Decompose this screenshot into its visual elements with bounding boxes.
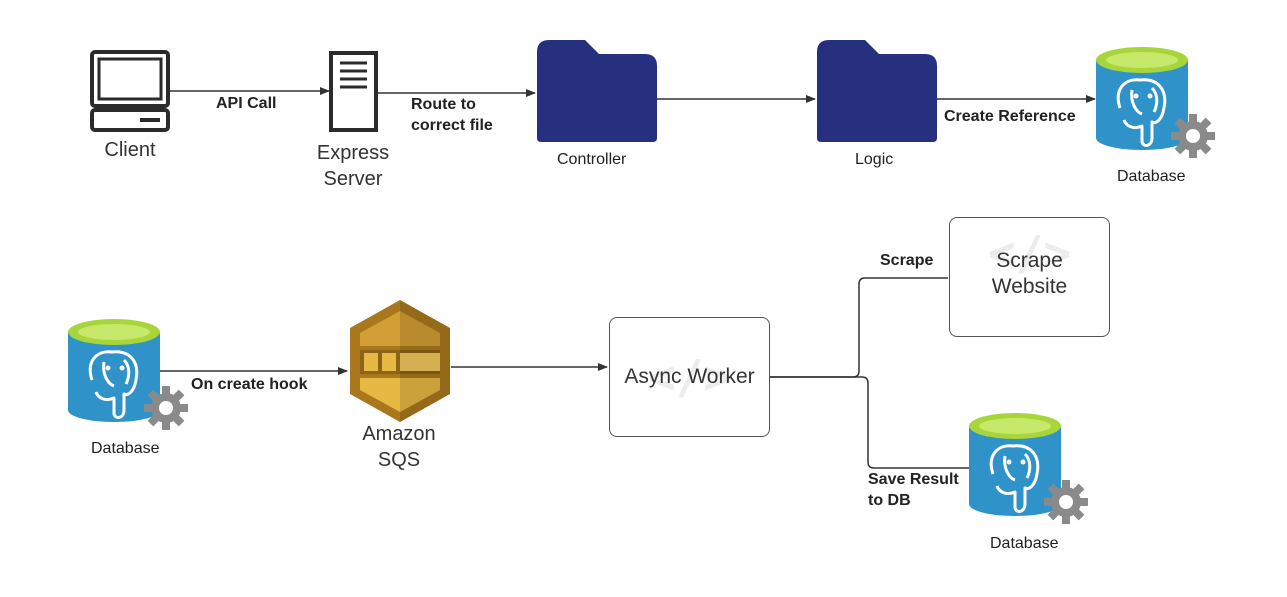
amazon-sqs-icon bbox=[350, 300, 450, 422]
scrape-website-label-line2: Website bbox=[991, 275, 1068, 298]
gear-icon bbox=[144, 386, 188, 430]
edge-label-save-line2: to DB bbox=[868, 492, 911, 509]
edge-label-scrape: Scrape bbox=[880, 252, 934, 269]
express-server-label: Express Server bbox=[303, 140, 403, 192]
edge-label-save-result: Save Result to DB bbox=[868, 469, 959, 511]
logic-folder-icon bbox=[817, 40, 937, 142]
amazon-sqs-label-line1: Amazon bbox=[362, 423, 436, 445]
controller-label: Controller bbox=[557, 151, 627, 168]
scrape-website-label-line1: Scrape bbox=[996, 249, 1063, 272]
code-icon: </> bbox=[647, 350, 732, 404]
server-icon bbox=[329, 51, 378, 132]
scrape-website-label: Scrape Website bbox=[992, 248, 1067, 300]
edge-label-on-create-hook: On create hook bbox=[191, 376, 308, 393]
database-label-left: Database bbox=[91, 440, 160, 457]
logic-label: Logic bbox=[855, 151, 894, 168]
edge-label-api-call: API Call bbox=[216, 95, 277, 112]
database-label-bottom: Database bbox=[990, 535, 1059, 552]
async-worker-label: Async Worker bbox=[624, 365, 755, 388]
gear-icon bbox=[1044, 480, 1088, 524]
express-server-label-line2: Server bbox=[323, 168, 383, 190]
monitor-icon bbox=[90, 50, 170, 132]
edge-label-create-reference: Create Reference bbox=[944, 108, 1076, 125]
edge-label-save-line1: Save Result bbox=[868, 471, 959, 488]
client-label: Client bbox=[104, 139, 156, 161]
express-server-label-line1: Express bbox=[316, 142, 390, 164]
controller-folder-icon bbox=[537, 40, 657, 142]
amazon-sqs-label-line2: SQS bbox=[377, 449, 421, 471]
edge-worker-scrape bbox=[770, 277, 948, 378]
async-worker-node[interactable]: </> Async Worker bbox=[609, 317, 770, 437]
scrape-website-node[interactable]: </> Scrape Website bbox=[949, 217, 1110, 337]
gear-icon bbox=[1171, 114, 1215, 158]
edge-label-route: Route to correct file bbox=[411, 94, 493, 136]
database-label-top: Database bbox=[1117, 168, 1186, 185]
amazon-sqs-label: Amazon SQS bbox=[349, 421, 449, 473]
edge-worker-save bbox=[770, 376, 969, 469]
edge-label-route-line2: correct file bbox=[411, 117, 493, 134]
edge-label-route-line1: Route to bbox=[411, 96, 476, 113]
